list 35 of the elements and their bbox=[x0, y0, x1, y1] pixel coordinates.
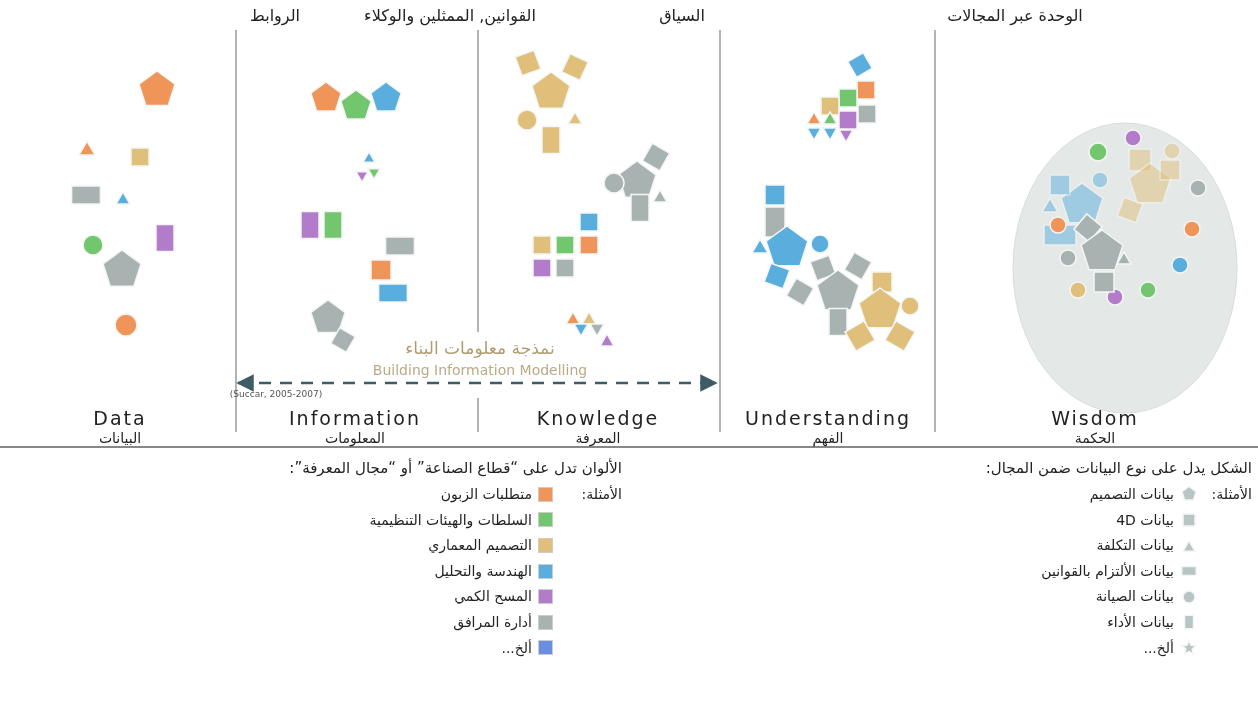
legend-caption: الأمثلة: bbox=[1211, 486, 1252, 503]
legend-heading: الشكل يدل على نوع البيانات ضمن المجال: bbox=[985, 459, 1252, 477]
legend-text: بيانات الأداء bbox=[1107, 614, 1174, 631]
legend-text: بيانات 4D bbox=[1116, 511, 1174, 529]
stage-subtitle: المعلومات bbox=[325, 430, 385, 447]
legend-text: بيانات التصميم bbox=[1089, 486, 1174, 503]
stage-subtitle: الحكمة bbox=[1074, 430, 1116, 447]
legend-text: ألخ... bbox=[501, 639, 532, 657]
legend-text: بيانات الألتزام بالقوانين bbox=[1041, 562, 1174, 580]
legend-text: ألخ... bbox=[1143, 639, 1174, 657]
stage-title: Information bbox=[289, 407, 421, 430]
stage-title: Wisdom bbox=[1051, 407, 1139, 430]
legend-caption: الأمثلة: bbox=[581, 486, 622, 503]
stage-subtitle: المعرفة bbox=[575, 430, 621, 447]
legend-text: المسح الكمي bbox=[454, 588, 532, 606]
stage-title: Data bbox=[93, 407, 147, 430]
stage-subtitle: البيانات bbox=[98, 430, 142, 447]
stage-subtitle: الفهم bbox=[812, 430, 844, 447]
column-heading: القوانين, الممثلين والوكلاء bbox=[364, 6, 536, 26]
column-heading: الروابط bbox=[250, 6, 300, 26]
bim-subtitle: Building Information Modelling bbox=[372, 362, 588, 379]
column-heading: السياق bbox=[659, 6, 705, 26]
bim-title: نمذجة معلومات البناء bbox=[405, 338, 555, 359]
column-heading: الوحدة عبر المجالات bbox=[947, 6, 1083, 26]
legend-heading: الألوان تدل على “قطاع الصناعة” أو “مجال المعرفة”: bbox=[289, 459, 622, 477]
legend-text: أدارة المرافق bbox=[453, 614, 532, 631]
legend-text: متطلبات الزبون bbox=[440, 486, 532, 503]
legend-text: بيانات التكلفة bbox=[1096, 537, 1174, 554]
legend-text: بيانات الصيانة bbox=[1095, 588, 1174, 606]
stage-title: Knowledge bbox=[536, 407, 660, 430]
stage-title: Understanding bbox=[745, 407, 911, 430]
legend-text: التصميم المعماري bbox=[428, 537, 532, 554]
legend-text: الهندسة والتحليل bbox=[434, 562, 532, 580]
legend-text: السلطات والهيئات التنظيمية bbox=[369, 511, 532, 529]
citation: (Succar, 2005-2007) bbox=[229, 389, 323, 400]
